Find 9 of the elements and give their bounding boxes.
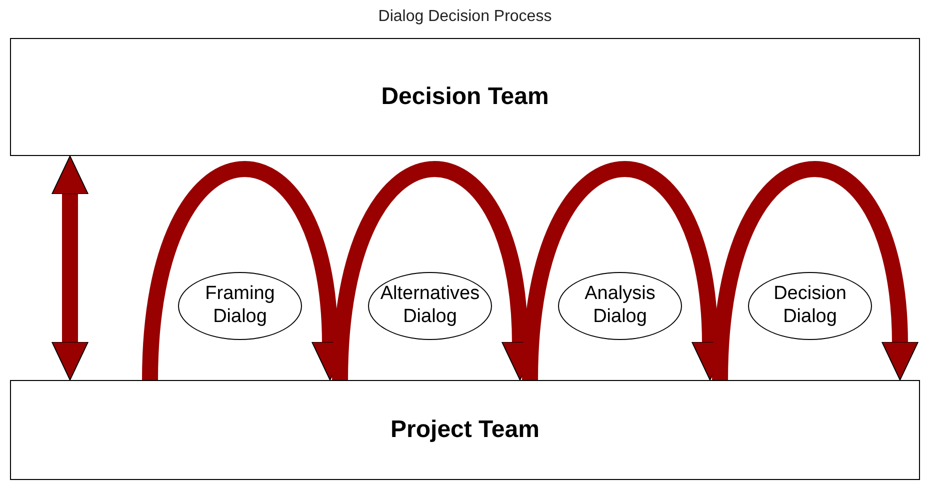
curved-arrow bbox=[712, 162, 918, 380]
dialog-ellipse: Alternatives Dialog bbox=[368, 272, 492, 340]
diagram-title: Dialog Decision Process bbox=[377, 8, 553, 26]
team-box: Decision Team bbox=[10, 38, 920, 156]
dialog-ellipse: Analysis Dialog bbox=[558, 272, 682, 340]
team-box: Project Team bbox=[10, 380, 920, 480]
dialog-ellipse: Decision Dialog bbox=[748, 272, 872, 340]
dialog-ellipse: Framing Dialog bbox=[178, 272, 302, 340]
double-arrow bbox=[52, 156, 88, 380]
